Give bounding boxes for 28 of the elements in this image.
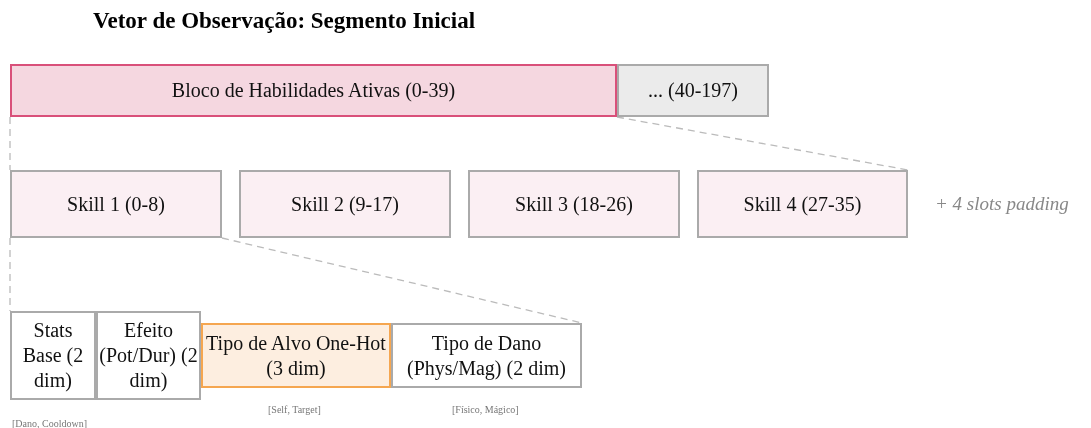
segment-label: ... (40-197) — [648, 78, 738, 103]
segment-box — [468, 170, 680, 238]
segment-label: Bloco de Habilidades Ativas (0-39) — [171, 78, 456, 103]
diagram-title: Vetor de Observação: Segmento Inicial — [93, 8, 475, 34]
padding-note: + 4 slots padding — [935, 193, 1069, 215]
segment-box — [10, 311, 96, 400]
segment-label: Skill 1 (0-8) — [67, 191, 165, 217]
zoom-guide-line — [9, 237, 11, 312]
value-hint: [Self, Target] — [268, 404, 321, 415]
segment-box — [96, 311, 201, 400]
value-hint: [Dano, Cooldown] — [12, 418, 87, 428]
segment-label: Skill 4 (27-35) — [743, 191, 862, 217]
segment-box — [239, 170, 451, 238]
zoom-guide-line — [9, 116, 11, 171]
segment-label: Skill 2 (9-17) — [291, 191, 399, 217]
segment-box — [617, 64, 769, 117]
segment-label: Skill 3 (18-26) — [515, 191, 633, 217]
segment-box — [10, 64, 617, 117]
segment-label: Tipo de Alvo One-Hot (3 dim) — [205, 330, 387, 381]
zoom-guide-line — [616, 116, 909, 171]
segment-label: Tipo de Dano (Phys/Mag) (2 dim) — [406, 330, 567, 381]
value-hint: [Físico, Mágico] — [452, 404, 519, 415]
segment-box — [201, 323, 391, 388]
segment-box — [697, 170, 908, 238]
segment-box — [391, 323, 582, 388]
segment-label: Stats Base (2 dim) — [21, 318, 85, 393]
segment-label: Efeito (Pot/Dur) (2 dim) — [98, 318, 199, 393]
segment-box — [10, 170, 222, 238]
